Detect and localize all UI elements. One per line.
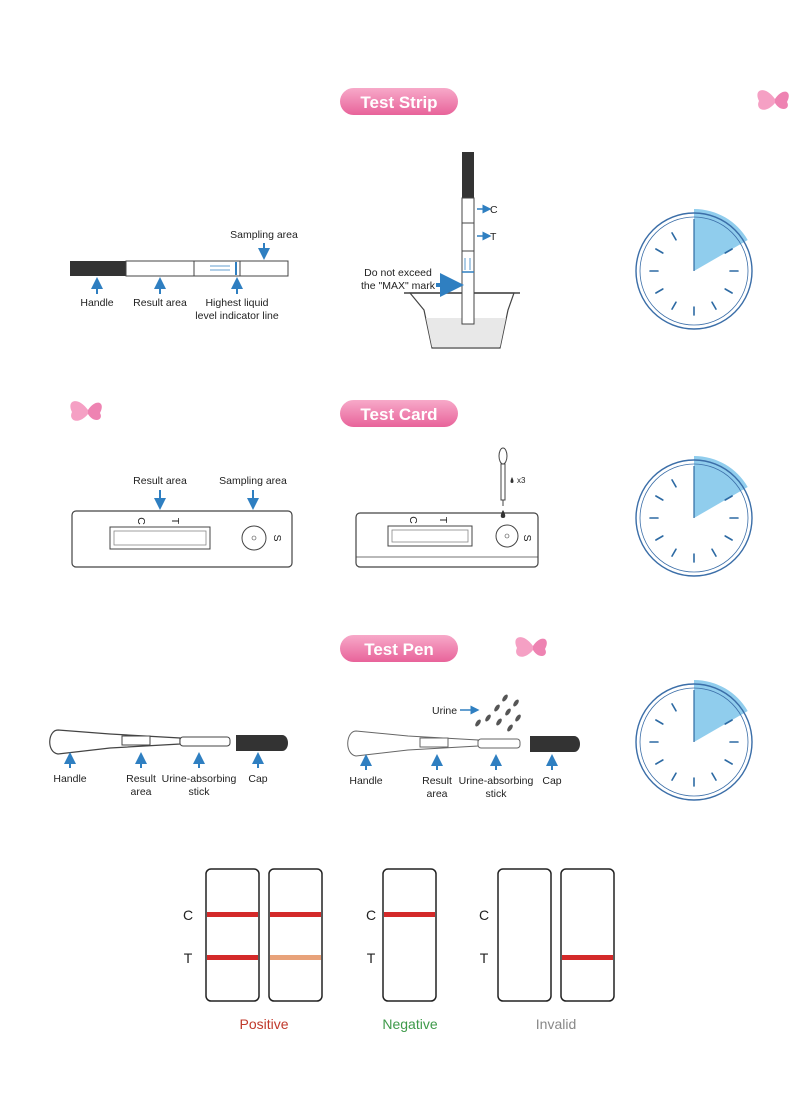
max-warning-label-2: the "MAX" mark xyxy=(361,280,436,292)
result-area-label-2: area xyxy=(426,788,447,800)
timer-rim xyxy=(635,459,753,577)
timer-tick xyxy=(711,301,717,310)
timer-tick xyxy=(655,759,664,765)
result-window-positive-strong xyxy=(205,868,260,1002)
timer-tick xyxy=(655,719,664,725)
urine-label: Urine xyxy=(432,705,457,717)
timer-rim-inner xyxy=(639,463,749,573)
handle-label: Handle xyxy=(80,297,113,309)
c-line-label: C xyxy=(366,907,376,923)
cap-label: Cap xyxy=(248,773,267,785)
drop-count-label: x3 xyxy=(517,476,526,485)
butterfly-icon xyxy=(515,637,547,657)
positive-label: Positive xyxy=(239,1016,288,1032)
timer-tick xyxy=(671,703,677,712)
section-header-pen: Test Pen xyxy=(26,635,770,662)
butterfly-icon xyxy=(757,90,789,110)
timer-wedge xyxy=(694,209,748,271)
timer-tick xyxy=(671,479,677,488)
t-line-label: T xyxy=(367,950,376,966)
timer-tick xyxy=(671,772,677,781)
sampling-area-label: Sampling area xyxy=(219,475,287,487)
c-mark-label: C xyxy=(490,204,498,216)
timer-rim-inner xyxy=(639,216,749,326)
stick-label: Urine-absorbing xyxy=(459,775,534,787)
timer-tick xyxy=(655,495,664,501)
pen-urine-diagram: Urine Handle Result area Urine-absorbing… xyxy=(347,694,580,800)
timer-icon xyxy=(635,456,753,577)
timer-wedge xyxy=(694,680,748,742)
section-header-strip: Test Strip xyxy=(26,88,789,115)
result-window-negative xyxy=(382,868,437,1002)
handle-label: Handle xyxy=(53,773,86,785)
timer-icon xyxy=(635,680,753,801)
section-title: Test Strip xyxy=(360,93,437,112)
t-line-label: T xyxy=(184,950,193,966)
timer-rim-inner xyxy=(639,687,749,797)
result-window-positive-faint xyxy=(268,868,323,1002)
sampling-area-label: Sampling area xyxy=(230,229,298,241)
result-area-label-2: area xyxy=(130,786,151,798)
timer-tick xyxy=(724,288,733,294)
timer-wedge xyxy=(694,456,748,518)
result-window-invalid-t-only xyxy=(560,868,615,1002)
c-mark-label: C xyxy=(135,517,147,525)
timer-rim xyxy=(635,212,753,330)
invalid-label: Invalid xyxy=(536,1016,576,1032)
timer-tick xyxy=(724,759,733,765)
strip-dip-diagram: C T Do not exceed the "MAX" mark xyxy=(361,152,520,349)
section-title: Test Pen xyxy=(364,640,434,659)
cap-label: Cap xyxy=(542,775,561,787)
c-mark-label: C xyxy=(407,516,419,524)
c-line-label: C xyxy=(479,907,489,923)
timer-tick xyxy=(655,288,664,294)
section-title: Test Card xyxy=(360,405,437,424)
s-mark-label: S xyxy=(271,534,283,541)
t-mark-label: T xyxy=(437,517,449,524)
drop-icon xyxy=(500,510,506,518)
butterfly-icon xyxy=(70,401,102,421)
result-area-label: Result xyxy=(422,775,452,787)
timer-tick xyxy=(671,301,677,310)
t-mark-label: T xyxy=(490,231,497,243)
timer-tick xyxy=(711,548,717,557)
s-mark-label: S xyxy=(521,534,533,541)
c-line-label: C xyxy=(183,907,193,923)
section-header-card: Test Card xyxy=(26,400,770,427)
highest-line-label: Highest liquid xyxy=(205,297,268,309)
stick-label-2: stick xyxy=(189,786,211,798)
results-diagram: C T C T C T Positive Negative Invalid xyxy=(183,868,615,1032)
timer-icon xyxy=(635,209,753,330)
timer-tick xyxy=(655,535,664,541)
timer-tick xyxy=(724,535,733,541)
handle-label: Handle xyxy=(349,775,382,787)
drop-icon xyxy=(510,477,514,483)
strip-parts-diagram: Handle Result area Highest liquid level … xyxy=(70,229,298,322)
timer-tick xyxy=(671,232,677,241)
max-warning-label: Do not exceed xyxy=(364,267,432,279)
timer-tick xyxy=(711,772,717,781)
stick-label-2: stick xyxy=(486,788,508,800)
card-parts-diagram: C T S Result area Sampling area xyxy=(71,475,293,568)
timer-tick xyxy=(724,248,733,254)
timer-rim xyxy=(635,683,753,801)
negative-label: Negative xyxy=(382,1016,437,1032)
result-area-label: Result xyxy=(126,773,156,785)
timer-tick xyxy=(671,548,677,557)
urine-spray-icon xyxy=(475,694,521,732)
t-mark-label: T xyxy=(169,518,181,525)
stick-label: Urine-absorbing xyxy=(162,773,237,785)
timer-tick xyxy=(724,719,733,725)
result-window-invalid-empty xyxy=(497,868,552,1002)
result-area-label: Result area xyxy=(133,297,187,309)
timer-tick xyxy=(724,495,733,501)
result-area-label: Result area xyxy=(133,475,187,487)
card-drop-diagram: C T S x3 xyxy=(355,447,539,568)
timer-tick xyxy=(655,248,664,254)
highest-line-label-2: level indicator line xyxy=(195,310,279,322)
dropper-icon xyxy=(498,447,508,506)
pen-parts-diagram: Handle Result area Urine-absorbing stick… xyxy=(49,729,288,798)
t-line-label: T xyxy=(480,950,489,966)
